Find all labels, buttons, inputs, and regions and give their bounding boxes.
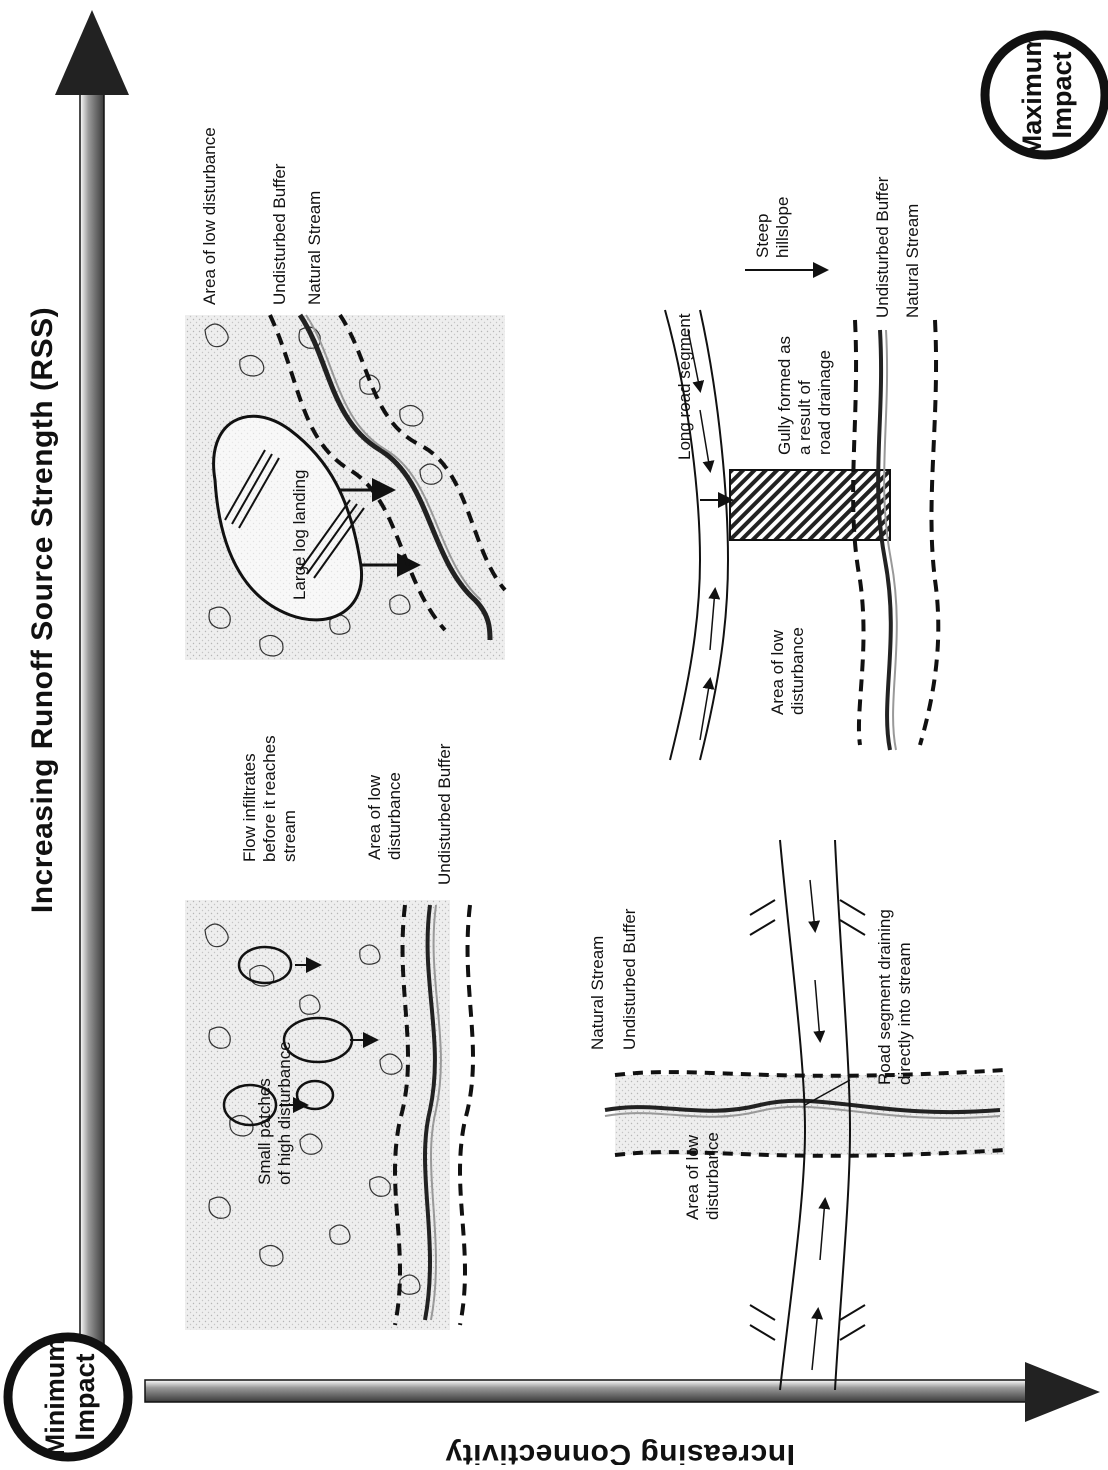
panel-gully: Long road segment Gully formed as a resu… bbox=[665, 176, 938, 760]
max-impact-line1: Maximum bbox=[1017, 33, 1047, 158]
area-label-2: disturbance bbox=[385, 772, 404, 860]
gully-road-label: Long road segment bbox=[675, 313, 694, 460]
crossing-road-label-1: Road segment draining bbox=[875, 909, 894, 1085]
rss-axis bbox=[55, 10, 129, 1360]
crossing-area-label-1: Area of low bbox=[683, 1134, 702, 1220]
area-label-1: Area of low bbox=[365, 774, 384, 860]
buffer-label: Undisturbed Buffer bbox=[435, 743, 454, 885]
gully-label-1: Gully formed as bbox=[775, 336, 794, 455]
gully-buffer-label: Undisturbed Buffer bbox=[873, 176, 892, 318]
flow-label-1: Flow infiltrates bbox=[240, 753, 259, 862]
gully-area-label-2: disturbance bbox=[788, 627, 807, 715]
panel-log-landing: Area of low disturbance Undisturbed Buff… bbox=[185, 127, 505, 660]
gully-label-3: road drainage bbox=[815, 350, 834, 455]
crossing-stream-label: Natural Stream bbox=[588, 936, 607, 1050]
maximum-impact-badge: Maximum Impact bbox=[985, 33, 1105, 158]
min-impact-line2: Impact bbox=[70, 1353, 100, 1440]
slope-label-1: Steep bbox=[753, 214, 772, 258]
crossing-buffer-label: Undisturbed Buffer bbox=[620, 908, 639, 1050]
patches-label-1: Small patches bbox=[255, 1078, 274, 1185]
slope-label-2: hillslope bbox=[773, 197, 792, 258]
flow-label-2: before it reaches bbox=[260, 735, 279, 862]
max-impact-line2: Impact bbox=[1047, 51, 1077, 138]
minimum-impact-badge: Minimum Impact bbox=[8, 1337, 128, 1457]
flow-label-3: stream bbox=[280, 810, 299, 862]
crossing-area-label-2: disturbance bbox=[703, 1132, 722, 1220]
log-buffer-label: Undisturbed Buffer bbox=[270, 163, 289, 305]
gully-area-label-1: Area of low bbox=[768, 629, 787, 715]
landing-label: Large log landing bbox=[290, 470, 309, 600]
panel-small-patches: Small patches of high disturbance Flow i… bbox=[185, 735, 473, 1330]
log-stream-label: Natural Stream bbox=[305, 191, 324, 305]
connectivity-axis bbox=[145, 1362, 1100, 1422]
connectivity-axis-title: Increasing Connectivity bbox=[445, 1438, 795, 1465]
log-area-label: Area of low disturbance bbox=[200, 127, 219, 305]
min-impact-line1: Minimum bbox=[40, 1338, 70, 1457]
panel-road-crossing: Natural Stream Undisturbed Buffer Road s… bbox=[588, 840, 1005, 1390]
gully-label-2: a result of bbox=[795, 380, 814, 455]
gully-stream-label: Natural Stream bbox=[903, 204, 922, 318]
patches-label-2: of high disturbance bbox=[275, 1041, 294, 1185]
crossing-road-label-2: directly into stream bbox=[895, 942, 914, 1085]
rss-axis-title: Increasing Runoff Source Strength (RSS) bbox=[26, 307, 59, 913]
